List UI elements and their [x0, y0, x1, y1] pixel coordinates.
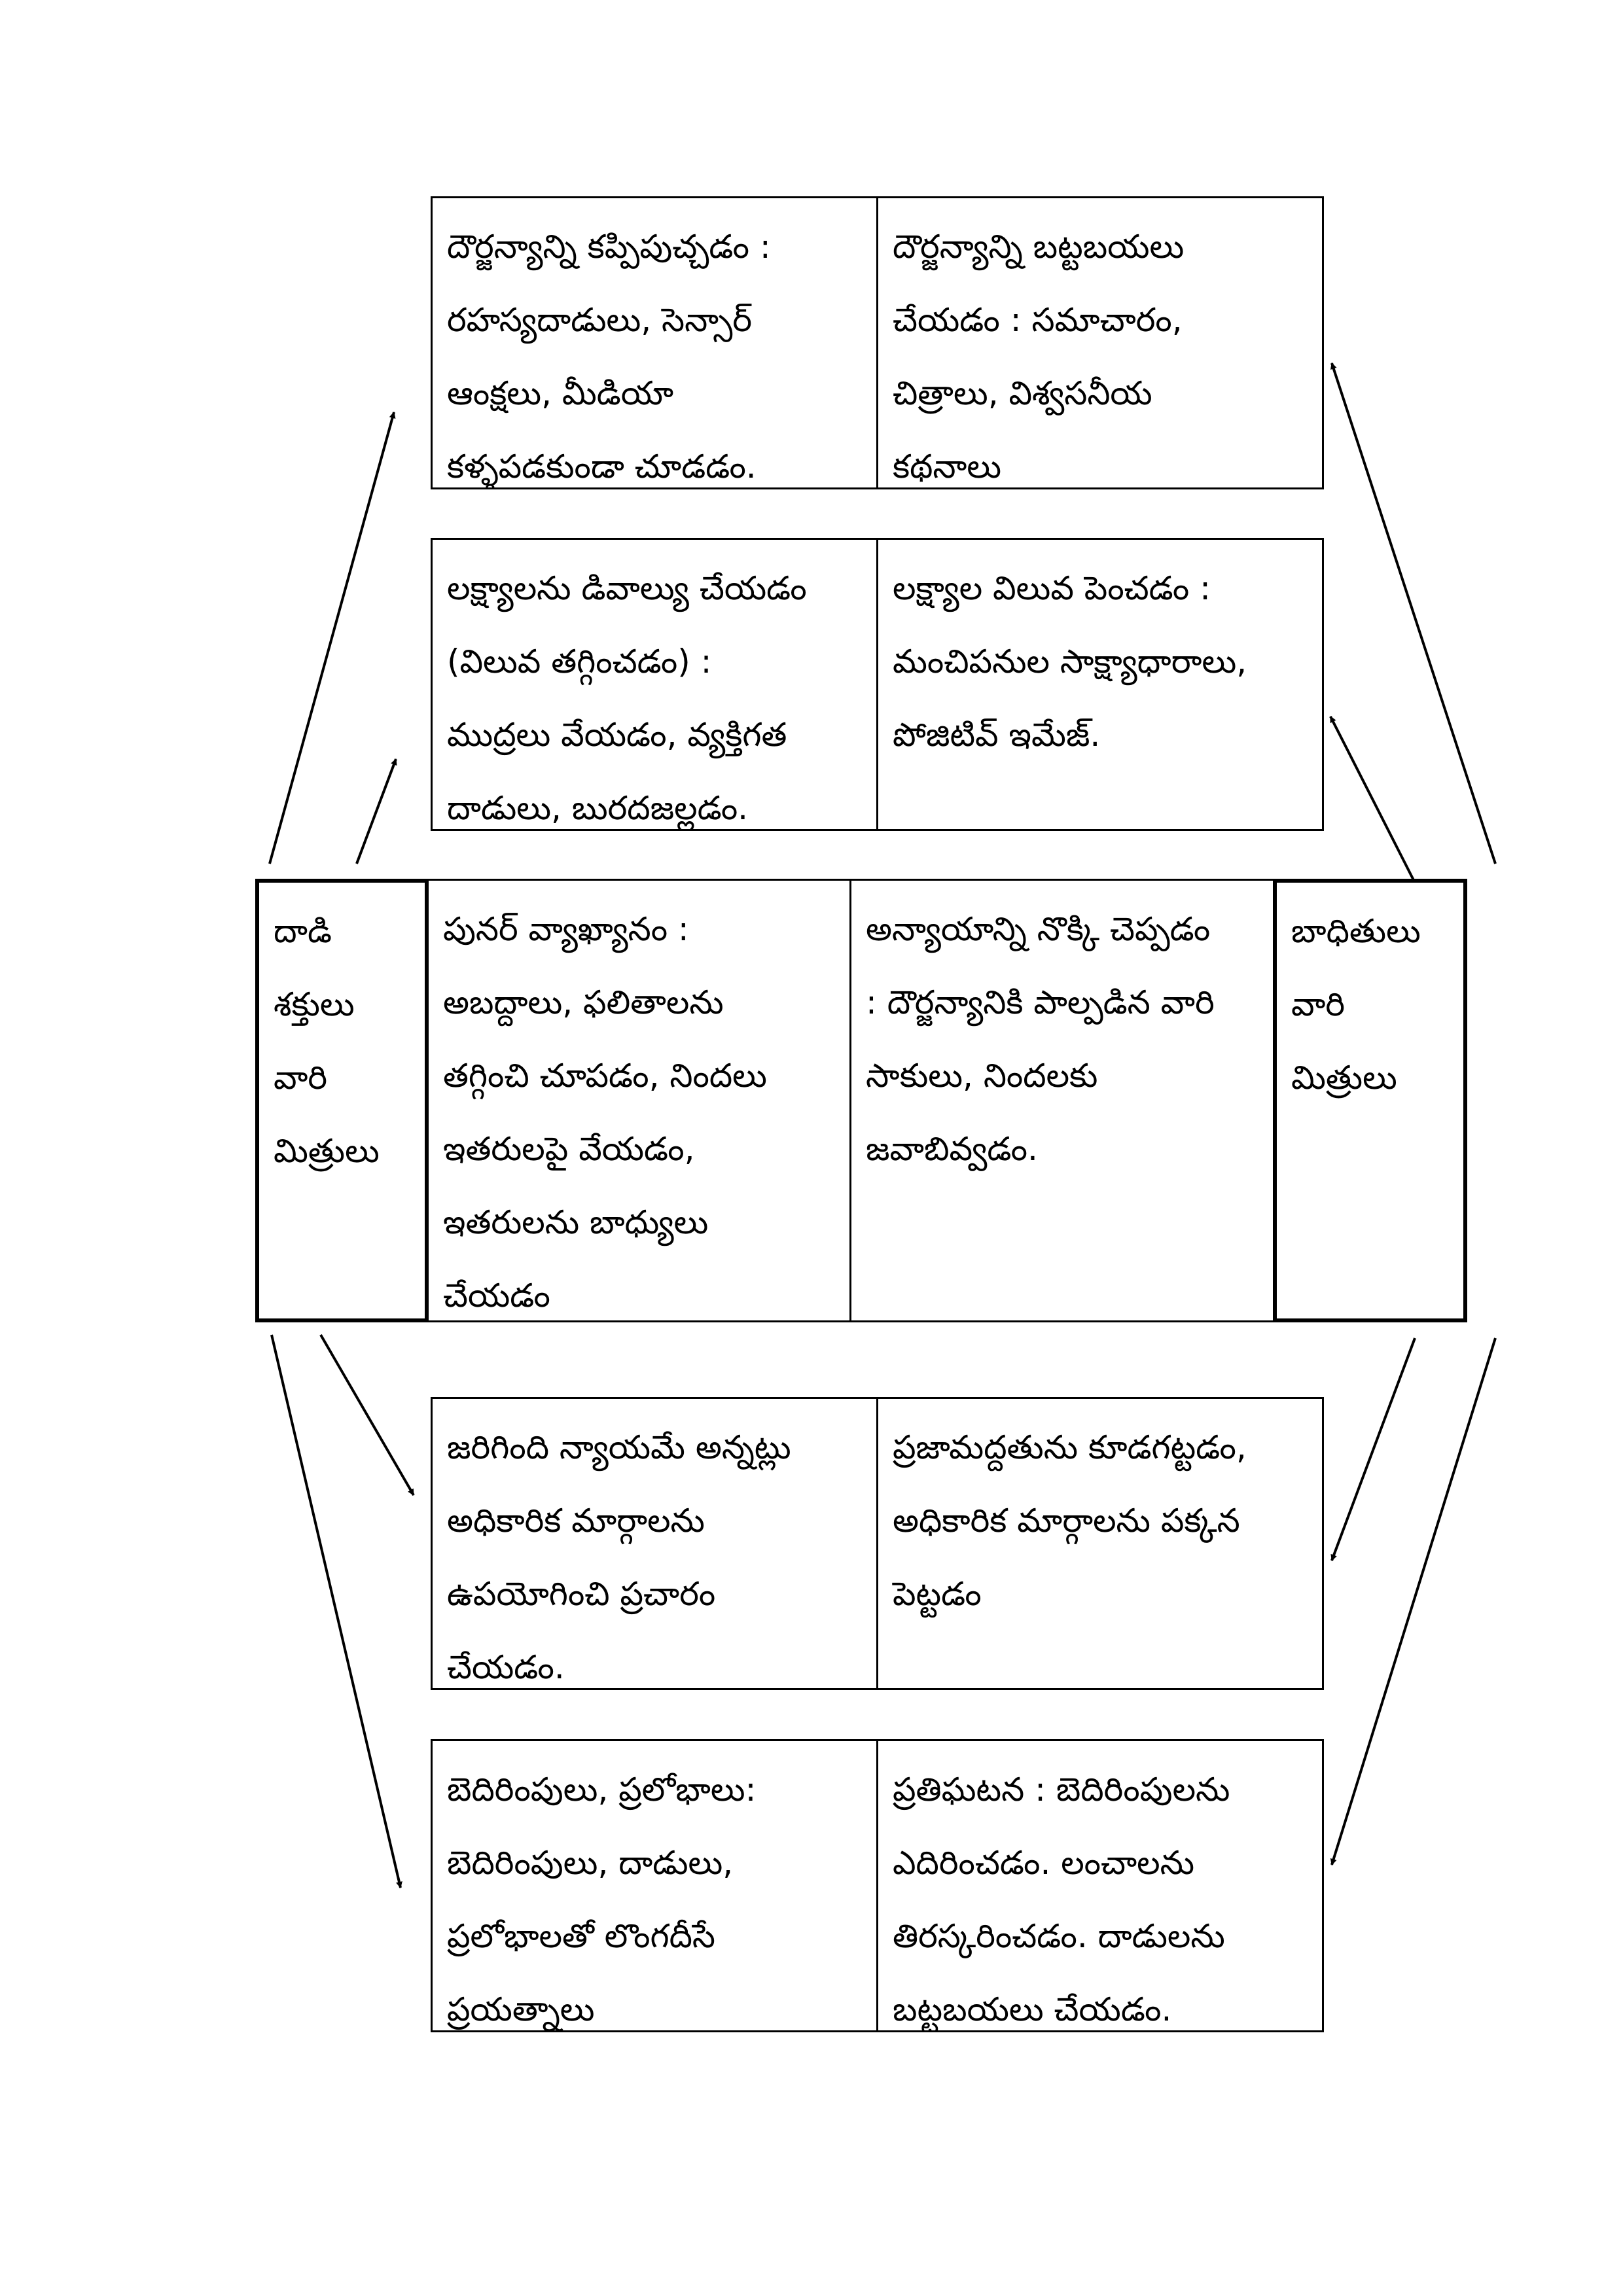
- box4-right-resistance: ప్రతిఘటన : బెదిరింపులను ఎదిరించడం. లంచాలన…: [876, 1739, 1324, 2032]
- text-line: పోజిటివ్ ఇమేజ్.: [893, 716, 1101, 754]
- text-line: కళ్ళపడకుండా చూడడం.: [447, 448, 757, 486]
- text-line: తిరస్కరించడం. దాడులను: [893, 1917, 1225, 1955]
- text-line: చేయడం.: [447, 1648, 565, 1686]
- text-line: ప్రయత్నాలు: [447, 1990, 595, 2028]
- arrow-attackers-to-box1: [268, 412, 396, 864]
- text-line: బెదిరింపులు, ప్రలోభాలు:: [447, 1771, 757, 1809]
- text-line: జవాబివ్వడం.: [866, 1130, 1038, 1168]
- text-line: చిత్రాలు, విశ్వసనీయ: [893, 374, 1152, 412]
- text-line: ఇతరులపై వేయడం,: [443, 1130, 695, 1168]
- text-line: రహస్యదాడులు, సెన్సార్: [447, 301, 753, 339]
- text-line: అధికారిక మార్గాలను పక్కన: [893, 1502, 1240, 1540]
- text-line: చేయడం: [443, 1277, 550, 1315]
- text-line: ఆంక్షలు, మీడియా: [447, 374, 674, 412]
- text-line: చేయడం : సమాచారం,: [893, 301, 1183, 339]
- text-line: ఎదిరించడం. లంచాలను: [893, 1844, 1195, 1882]
- text-line: పునర్ వ్యాఖ్యానం :: [443, 910, 689, 948]
- text-line: తగ్గించి చూపడం, నిందలు: [443, 1057, 767, 1095]
- text-line: లక్ష్యాల విలువ పెంచడం :: [893, 569, 1211, 607]
- text-line: లక్ష్యాలను డివాల్యు చేయడం: [447, 569, 807, 607]
- box3-right-public-support: ప్రజామద్దతును కూడగట్టడం, అధికారిక మార్గాల…: [876, 1397, 1324, 1690]
- text-line: : దౌర్జన్యానికి పాల్పడిన వారి: [866, 983, 1215, 1021]
- text-line: పెట్టడం: [893, 1575, 982, 1613]
- text-line: దాడి: [274, 912, 332, 950]
- text-line: (విలువ తగ్గించడం) :: [447, 643, 712, 680]
- text-line: అధికారిక మార్గాలను: [447, 1502, 705, 1540]
- arrow-victims-to-box1: [1330, 362, 1497, 864]
- arrow-victims-to-box4: [1330, 1337, 1497, 1865]
- text-line: అన్యాయాన్ని నొక్కి చెప్పడం: [866, 910, 1211, 948]
- arrow-victims-to-box2: [1329, 716, 1415, 881]
- arrow-attackers-to-box2: [355, 758, 397, 864]
- box4-left-threats-bribes: బెదిరింపులు, ప్రలోభాలు: బెదిరింపులు, దాడు…: [431, 1739, 878, 2032]
- text-line: వారి: [1291, 985, 1346, 1023]
- text-line: శక్తులు: [274, 985, 355, 1023]
- text-line: అబద్దాలు, ఫలితాలను: [443, 983, 724, 1021]
- text-line: ప్రతిఘటన : బెదిరింపులను: [893, 1771, 1230, 1809]
- box1-left-cover-up: దౌర్జన్యాన్ని కప్పిపుచ్చడం : రహస్యదాడులు,…: [431, 196, 878, 489]
- box2-right-raise-value: లక్ష్యాల విలువ పెంచడం : మంచిపనుల సాక్ష్యా…: [876, 538, 1324, 831]
- text-line: దౌర్జన్యాన్ని కప్పిపుచ్చడం :: [447, 228, 771, 266]
- box2-left-devalue-targets: లక్ష్యాలను డివాల్యు చేయడం (విలువ తగ్గించడ…: [431, 538, 878, 831]
- text-line: మిత్రులు: [1291, 1059, 1397, 1097]
- text-line: బట్టబయలు చేయడం.: [893, 1990, 1172, 2028]
- victims-and-allies: బాధితులు వారి మిత్రులు: [1273, 879, 1467, 1322]
- arrow-attackers-to-box4: [270, 1334, 402, 1888]
- text-line: జరిగింది న్యాయమే అన్నట్లు: [447, 1428, 791, 1466]
- text-line: బెదిరింపులు, దాడులు,: [447, 1844, 734, 1882]
- text-line: దౌర్జన్యాన్ని బట్టబయలు: [893, 228, 1185, 266]
- text-line: ఇతరులను బాధ్యులు: [443, 1203, 709, 1241]
- text-line: బాధితులు: [1291, 912, 1421, 950]
- text-line: ముద్రలు వేయడం, వ్యక్తిగత: [447, 716, 787, 754]
- text-line: దాడులు, బురదజల్లడం.: [447, 789, 749, 827]
- reinterpretation-cell: పునర్ వ్యాఖ్యానం : అబద్దాలు, ఫలితాలను తగ్గ…: [427, 879, 851, 1322]
- text-line: మిత్రులు: [274, 1132, 380, 1170]
- text-line: వారి: [274, 1059, 328, 1097]
- arrow-attackers-to-box3: [319, 1333, 415, 1496]
- box1-right-expose: దౌర్జన్యాన్ని బట్టబయలు చేయడం : సమాచారం, చి…: [876, 196, 1324, 489]
- text-line: కథనాలు: [893, 448, 1002, 486]
- arrow-victims-to-box3: [1330, 1337, 1416, 1561]
- attackers-and-allies: దాడి శక్తులు వారి మిత్రులు: [255, 879, 429, 1322]
- text-line: మంచిపనుల సాక్ష్యాధారాలు,: [893, 643, 1247, 680]
- box3-left-official-propaganda: జరిగింది న్యాయమే అన్నట్లు అధికారిక మార్గా…: [431, 1397, 878, 1690]
- text-line: ప్రజామద్దతును కూడగట్టడం,: [893, 1428, 1247, 1466]
- text-line: ఉపయోగించి ప్రచారం: [447, 1575, 716, 1613]
- text-line: ప్రలోభాలతో లొంగదీసే: [447, 1917, 715, 1955]
- injustice-emphasis-cell: అన్యాయాన్ని నొక్కి చెప్పడం : దౌర్జన్యానిక…: [849, 879, 1275, 1322]
- text-line: సాకులు, నిందలకు: [866, 1057, 1098, 1095]
